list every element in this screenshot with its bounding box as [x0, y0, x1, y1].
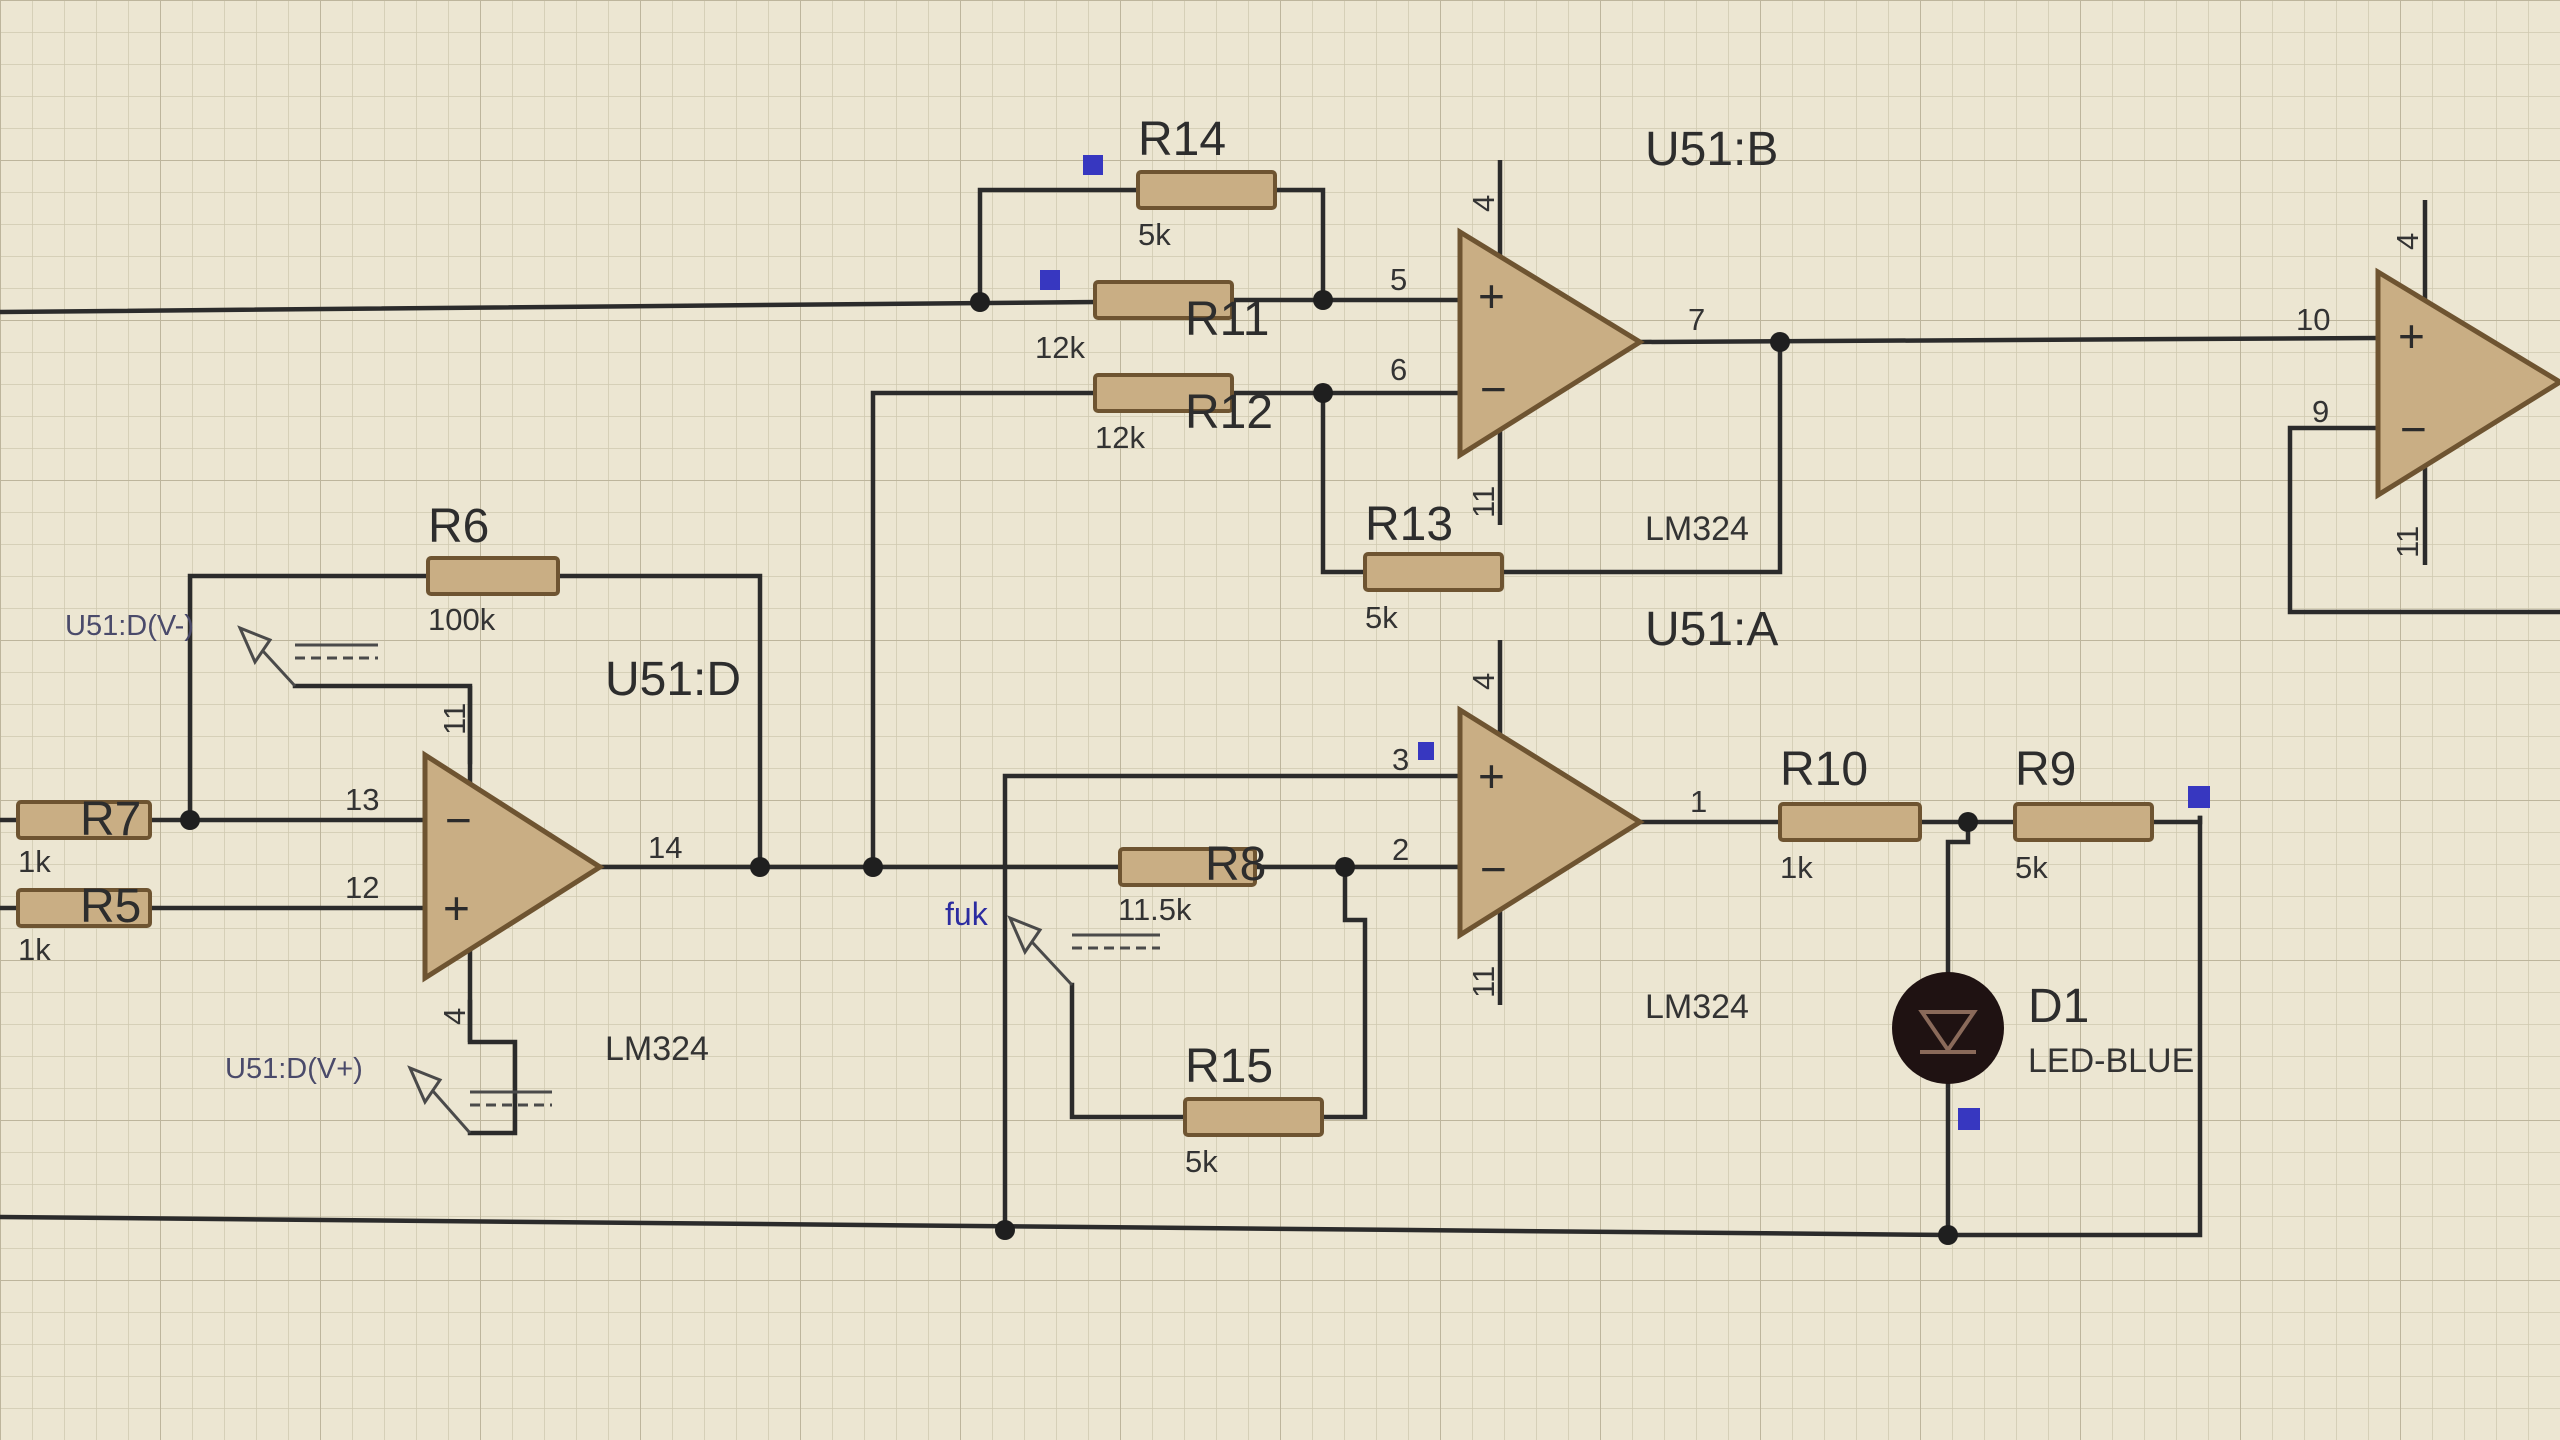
resistor-r12-body[interactable] — [1093, 373, 1234, 413]
resistor-r8-body[interactable] — [1118, 847, 1257, 887]
opamp-right-pin-vplus: 4 — [2390, 233, 2425, 250]
opamp-right-pin-vminus: 11 — [2390, 526, 2425, 558]
svg-text:+: + — [443, 882, 470, 934]
resistor-r7-ref: R7 — [80, 793, 141, 846]
opamp-u51a-pin-minus: 2 — [1392, 832, 1409, 867]
junctions — [180, 290, 1978, 1245]
resistor-r8-value: 11.5k — [1118, 892, 1192, 927]
resistor-r9-value: 5k — [2015, 850, 2048, 885]
resistor-r5-body[interactable] — [16, 888, 152, 928]
resistor-r13-ref: R13 — [1365, 498, 1453, 551]
resistor-r14-ref: R14 — [1138, 113, 1226, 166]
resistor-r8-ref: R8 — [1205, 838, 1266, 891]
opamp-u51b-ref: U51:B — [1645, 123, 1778, 176]
resistor-r15-ref: R15 — [1185, 1040, 1273, 1093]
selection-markers — [1040, 155, 2210, 1130]
terminal-fuk-label: fuk — [945, 896, 989, 932]
resistor-r6-value: 100k — [428, 602, 496, 637]
resistor-r9-body[interactable] — [2013, 802, 2154, 842]
svg-text:−: − — [2400, 403, 2427, 455]
opamp-u51b-pin-plus: 5 — [1390, 262, 1407, 297]
led-d1[interactable] — [1892, 972, 2004, 1084]
opamp-u51b-pin-vplus: 4 — [1466, 195, 1501, 212]
opamp-u51a-pin-plus: 3 — [1392, 742, 1409, 777]
opamp-u51d-type: LM324 — [605, 1030, 709, 1068]
svg-text:−: − — [445, 794, 472, 846]
svg-text:−: − — [1480, 843, 1507, 895]
svg-text:+: + — [1478, 270, 1505, 322]
opamp-u51b-type: LM324 — [1645, 510, 1749, 548]
resistor-r7-body[interactable] — [16, 800, 152, 840]
resistor-r15-body[interactable] — [1183, 1097, 1324, 1137]
svg-text:−: − — [1480, 363, 1507, 415]
opamp-right-pin-plus: 10 — [2296, 302, 2330, 337]
opamp-right-pin-minus: 9 — [2312, 394, 2329, 429]
svg-text:+: + — [1478, 750, 1505, 802]
terminal-symbols — [237, 625, 1160, 1134]
opamp-u51b-pin-minus: 6 — [1390, 352, 1407, 387]
opamp-u51a-pin-out: 1 — [1690, 784, 1707, 819]
wires — [0, 187, 2560, 1238]
opamp-u51a-pin-vplus: 4 — [1466, 673, 1501, 690]
resistor-r11-ref: R11 — [1185, 293, 1270, 346]
opamp-u51d-pin-vminus: 11 — [437, 703, 472, 735]
opamp-u51b-pin-vminus: 11 — [1466, 486, 1501, 518]
opamp-u51d[interactable]: − + — [422, 686, 605, 1042]
resistor-r15-value: 5k — [1185, 1144, 1218, 1179]
resistor-r5-ref: R5 — [80, 880, 141, 933]
opamp-u51d-pin-plus: 12 — [345, 870, 379, 905]
resistor-bodies — [16, 170, 2154, 1137]
resistor-r9-ref: R9 — [2015, 743, 2076, 796]
opamp-u51d-pin-minus: 13 — [345, 782, 379, 817]
led-d1-value: LED-BLUE — [2028, 1042, 2194, 1080]
opamp-u51b[interactable]: + − — [1457, 160, 1645, 525]
opamp-u51d-pin-out: 14 — [648, 830, 682, 865]
resistor-r13-body[interactable] — [1363, 552, 1504, 592]
opamp-u51b-pin-out: 7 — [1688, 302, 1705, 337]
resistor-r10-body[interactable] — [1778, 802, 1922, 842]
opamp-u51a[interactable]: + − — [1457, 640, 1645, 1005]
terminal-u51d-vplus-label: U51:D(V+) — [225, 1053, 363, 1085]
resistor-r11-body[interactable] — [1093, 280, 1234, 320]
opamp-u51a-type: LM324 — [1645, 988, 1749, 1026]
opamp-u51d-pin-vplus: 4 — [437, 1008, 472, 1025]
resistor-r14-value: 5k — [1138, 217, 1171, 252]
opamp-u51a-ref: U51:A — [1645, 603, 1778, 656]
opamp-right[interactable]: + − — [2375, 200, 2560, 565]
led-d1-ref: D1 — [2028, 980, 2089, 1033]
svg-text:+: + — [2398, 310, 2425, 362]
opamp-u51a-pin-vminus: 11 — [1466, 966, 1501, 998]
resistor-r5-value: 1k — [18, 932, 51, 967]
terminal-u51d-vminus-label: U51:D(V-) — [65, 610, 194, 642]
resistor-r12-ref: R12 — [1185, 386, 1273, 439]
resistor-r14-body[interactable] — [1136, 170, 1277, 210]
opamp-u51d-ref: U51:D — [605, 653, 741, 706]
resistor-r12-value: 12k — [1095, 420, 1145, 455]
resistor-r10-value: 1k — [1780, 850, 1813, 885]
resistor-r7-value: 1k — [18, 844, 51, 879]
resistor-r11-value: 12k — [1035, 330, 1085, 365]
resistor-r13-value: 5k — [1365, 600, 1398, 635]
resistor-r6-ref: R6 — [428, 500, 489, 553]
resistor-r10-ref: R10 — [1780, 743, 1868, 796]
resistor-r6-body[interactable] — [426, 556, 560, 596]
